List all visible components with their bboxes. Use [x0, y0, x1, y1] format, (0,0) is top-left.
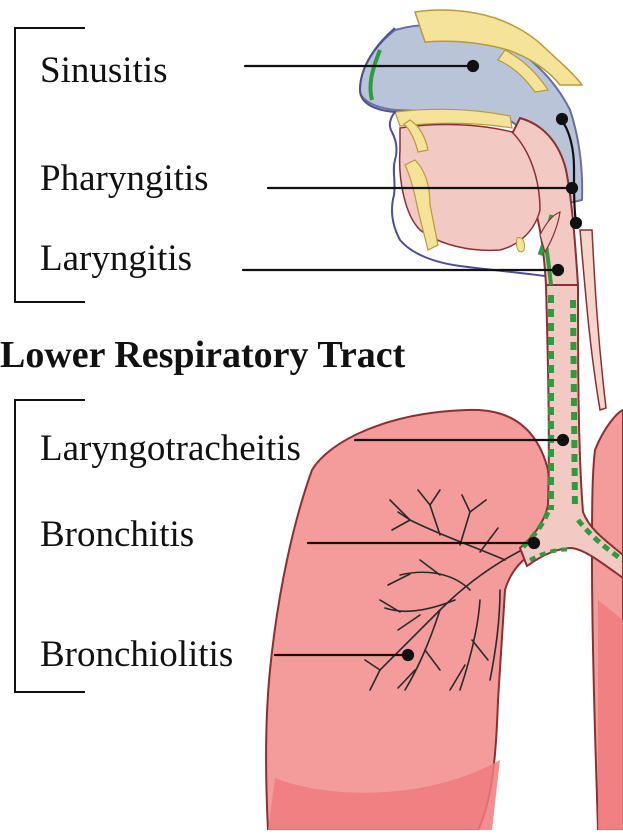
- right-lung-shape: [266, 410, 556, 830]
- hyoid: [517, 238, 525, 252]
- right-lung: [266, 410, 556, 830]
- label-bronchiolitis: Bronchiolitis: [40, 636, 233, 673]
- label-pharyngitis: Pharyngitis: [40, 160, 209, 197]
- label-laryngitis: Laryngitis: [40, 240, 192, 277]
- esophagus: [580, 230, 606, 410]
- label-laryngotracheitis: Laryngotracheitis: [40, 430, 301, 467]
- label-sinusitis: Sinusitis: [40, 52, 168, 89]
- head-section: [360, 10, 582, 285]
- lower-respiratory-tract-heading: Lower Respiratory Tract: [0, 336, 405, 374]
- left-lung-shadow: [598, 600, 623, 830]
- left-lung: [592, 410, 623, 830]
- label-bronchitis: Bronchitis: [40, 516, 194, 553]
